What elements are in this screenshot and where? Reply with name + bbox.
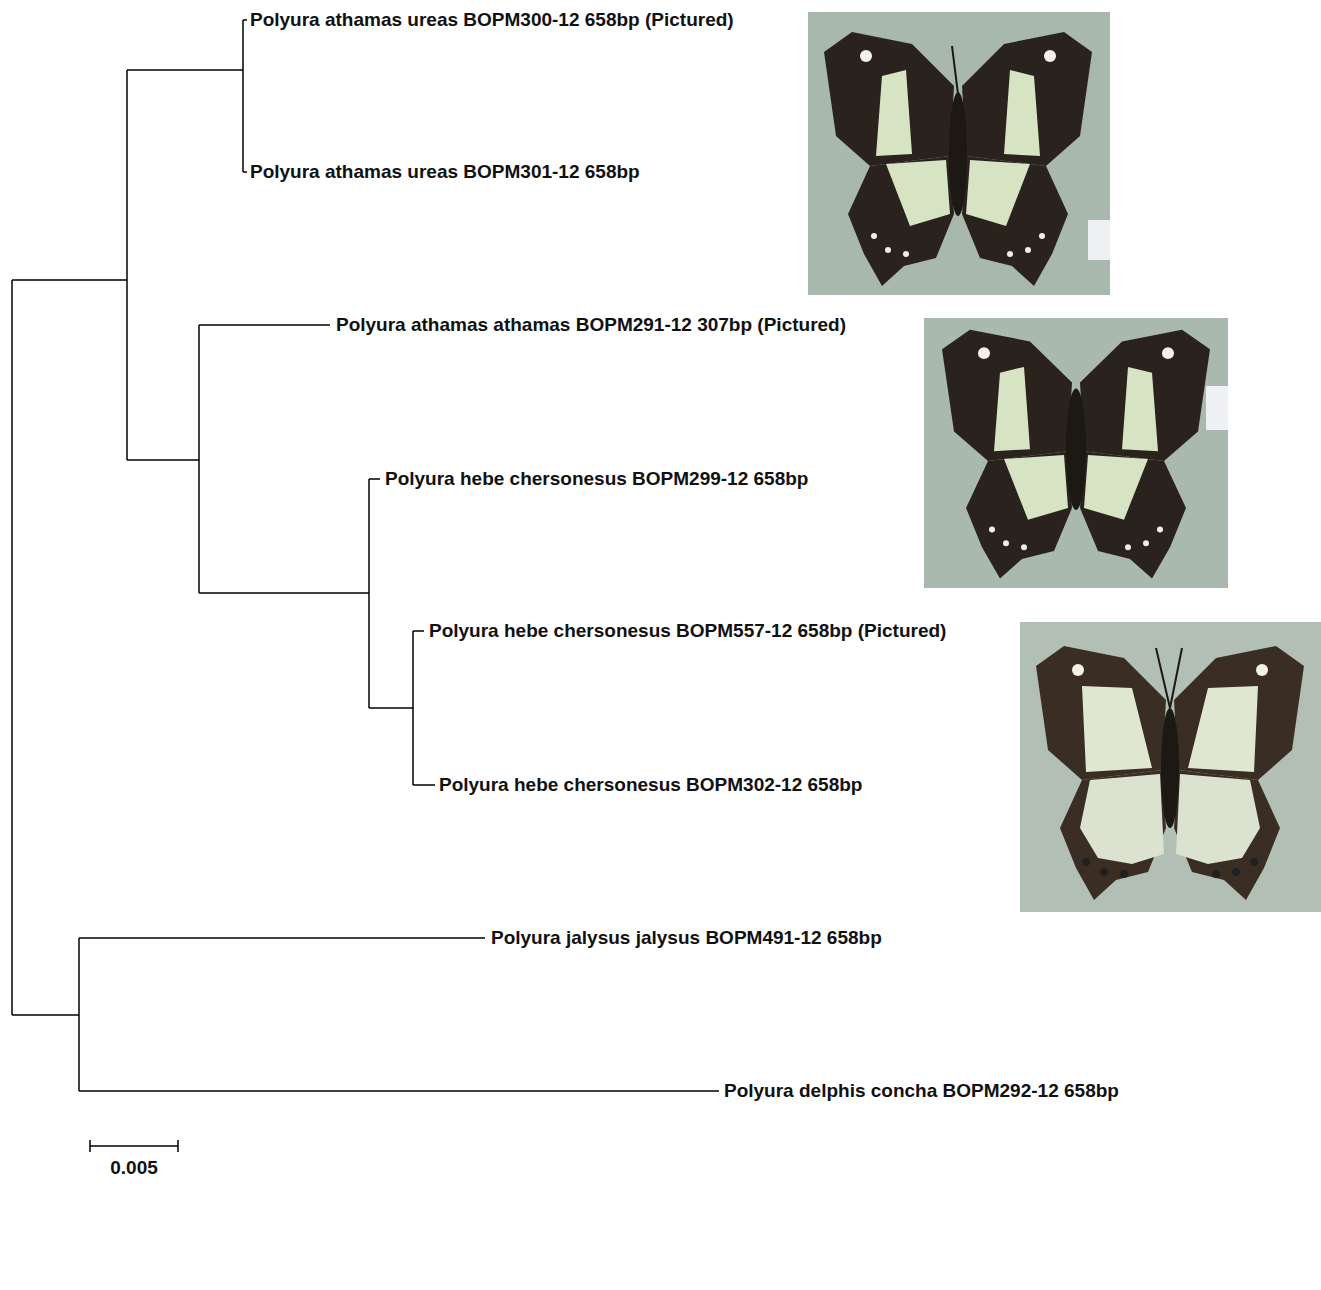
taxon-label: Polyura hebe chersonesus BOPM299-12 658b… — [385, 468, 808, 490]
taxon-label: Polyura athamas athamas BOPM291-12 307bp… — [336, 314, 846, 336]
taxon-label: Polyura athamas ureas BOPM300-12 658bp (… — [250, 9, 734, 31]
specimen-photo — [924, 318, 1228, 588]
taxon-label: Polyura athamas ureas BOPM301-12 658bp — [250, 161, 640, 183]
specimen-photo — [1020, 622, 1321, 912]
taxon-label: Polyura delphis concha BOPM292-12 658bp — [724, 1080, 1119, 1102]
taxon-label: Polyura jalysus jalysus BOPM491-12 658bp — [491, 927, 882, 949]
scale-label: 0.005 — [110, 1157, 158, 1179]
specimen-photo — [808, 12, 1110, 295]
taxon-label: Polyura hebe chersonesus BOPM557-12 658b… — [429, 620, 946, 642]
scale-bar — [90, 1140, 178, 1152]
taxon-label: Polyura hebe chersonesus BOPM302-12 658b… — [439, 774, 862, 796]
